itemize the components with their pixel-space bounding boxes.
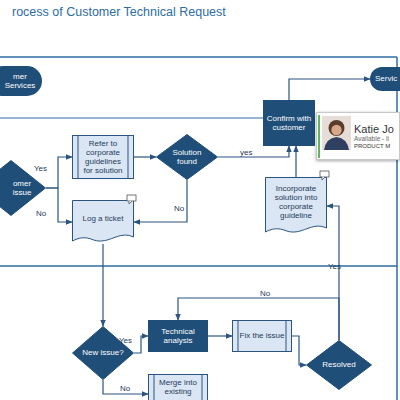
node-text: Refer to corporate guidelines for soluti… (80, 139, 126, 176)
diagram-title: rocess of Customer Technical Request (12, 5, 226, 19)
edge-label: No (36, 209, 46, 218)
flow-arrow (208, 335, 232, 336)
process-box: Confirm with customer (263, 100, 315, 146)
comment-icon (320, 171, 329, 180)
lane-border (396, 57, 398, 400)
node-text: Log a ticket (83, 214, 124, 223)
node-text: Incorporate solution into corporate guid… (268, 184, 324, 221)
card-text: Available - li (354, 135, 389, 142)
flow-arrow (327, 206, 339, 340)
card-text: Katie Jo (354, 123, 394, 136)
lane-border (0, 56, 397, 58)
lane-border (0, 265, 397, 267)
edge-label: yes (240, 148, 252, 157)
edge-label: Yes (328, 262, 341, 271)
node-text: Technical analysis (151, 327, 205, 345)
flow-arrow (292, 336, 306, 365)
flow-arrow (102, 244, 103, 326)
node-text: Solution found (167, 148, 207, 166)
decision-diamond: Resolved (306, 340, 372, 390)
profile-photo (322, 116, 351, 150)
process-box: Fix the issue (232, 320, 292, 352)
flow-arrow (46, 188, 72, 222)
flow-arrow (178, 298, 339, 340)
flow-arrow (134, 336, 148, 353)
node-text: New issue? (82, 348, 123, 357)
decision-diamond: New issue? (72, 326, 134, 380)
edge-label: No (260, 289, 270, 298)
document-box: Incorporate solution into corporate guid… (265, 177, 327, 235)
flow-arrow (295, 146, 296, 177)
node-text: Fix the issue (240, 331, 285, 340)
lane-line (0, 117, 263, 118)
flow-arrow (134, 180, 187, 222)
flow-arrow (46, 157, 72, 188)
node-text: Confirm with customer (266, 114, 312, 132)
edge-label: No (174, 204, 184, 213)
process-box: Merge into existing (148, 374, 208, 400)
card-text: PRODUCT M (354, 143, 390, 150)
document-box: Log a ticket (72, 200, 134, 244)
contact-card: Katie JoAvailable - liPRODUCT M (316, 112, 400, 160)
node-text: Merge into existing (155, 378, 201, 396)
decision-diamond: omer issue (0, 160, 46, 216)
comment-icon (127, 195, 136, 204)
node-text: mer Services (3, 72, 37, 90)
end-oval: Servic (370, 67, 400, 91)
start-oval: mer Services (0, 66, 42, 96)
process-box: Refer to corporate guidelines for soluti… (72, 135, 134, 179)
presence-bar (318, 115, 320, 158)
node-text: omer issue (7, 179, 37, 197)
node-text: Servic (375, 74, 397, 83)
flow-arrow (103, 380, 148, 394)
flow-arrow (289, 79, 370, 100)
process-box: Technical analysis (148, 320, 208, 352)
decision-diamond: Solution found (156, 134, 218, 180)
edge-label: No (120, 384, 130, 393)
flow-arrow (218, 146, 289, 157)
edge-label: Yes (34, 164, 47, 173)
flow-arrow (134, 156, 156, 157)
node-text: Resolved (322, 360, 355, 369)
